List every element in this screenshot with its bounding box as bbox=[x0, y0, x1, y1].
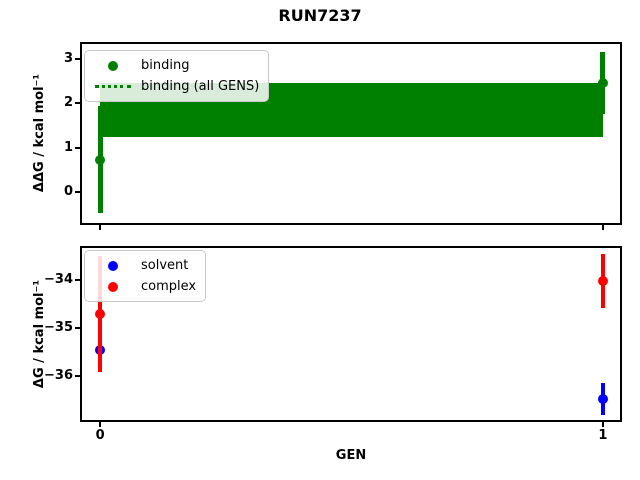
x-axis-label: GEN bbox=[335, 448, 367, 463]
x-tick-mark bbox=[99, 225, 102, 230]
legend-entry-binding-all-gens: binding (all GENS) bbox=[94, 76, 259, 97]
legend-label: binding (all GENS) bbox=[141, 79, 260, 94]
y-tick-mark bbox=[75, 190, 80, 193]
x-tick-mark bbox=[99, 422, 102, 427]
binding-data-point bbox=[95, 154, 106, 165]
binding-data-point bbox=[597, 78, 608, 89]
solvent-dot-icon bbox=[94, 260, 132, 271]
y-tick-label: 2 bbox=[63, 95, 73, 111]
legend-label: binding bbox=[141, 58, 190, 73]
legend-label: solvent bbox=[141, 258, 189, 273]
complex-dot-icon bbox=[94, 281, 132, 292]
y-tick-label: −36 bbox=[44, 367, 73, 383]
y-tick-mark bbox=[75, 327, 80, 329]
legend-entry-complex: complex bbox=[94, 276, 196, 297]
top-legend-marker-1 bbox=[95, 85, 131, 88]
y-tick-mark bbox=[75, 102, 80, 105]
top-legend: binding binding (all GENS) bbox=[84, 50, 270, 102]
bottom-legend: solvent complex bbox=[84, 250, 207, 302]
top-legend-marker-0 bbox=[108, 60, 118, 71]
bottom-legend-marker-1 bbox=[108, 281, 118, 292]
y-tick-mark bbox=[75, 374, 80, 377]
bottom-legend-marker-0 bbox=[108, 260, 118, 271]
x-tick-mark bbox=[601, 422, 604, 427]
y-tick-label: −34 bbox=[44, 272, 73, 288]
x-tick-mark bbox=[601, 225, 604, 230]
dotted-line-icon bbox=[94, 85, 132, 88]
y-tick-label: −35 bbox=[44, 320, 73, 335]
y-tick-mark bbox=[75, 146, 80, 149]
bottom-plot-area bbox=[82, 248, 620, 420]
solvent-data-point bbox=[597, 393, 608, 404]
legend-entry-binding: binding bbox=[94, 55, 259, 76]
y-tick-label: 3 bbox=[63, 51, 73, 67]
y-tick-label: 1 bbox=[63, 139, 73, 155]
legend-entry-solvent: solvent bbox=[94, 255, 196, 276]
y-tick-label: 0 bbox=[63, 183, 73, 199]
complex-data-point bbox=[597, 276, 608, 287]
x-tick-label: 1 bbox=[598, 428, 608, 443]
binding-dot-icon bbox=[94, 60, 132, 71]
complex-data-point bbox=[95, 309, 106, 320]
x-tick-label: 0 bbox=[95, 428, 105, 443]
y-tick-mark bbox=[75, 279, 80, 282]
figure-title: RUN7237 bbox=[278, 6, 362, 25]
legend-label: complex bbox=[141, 279, 197, 294]
y-tick-mark bbox=[75, 58, 80, 61]
